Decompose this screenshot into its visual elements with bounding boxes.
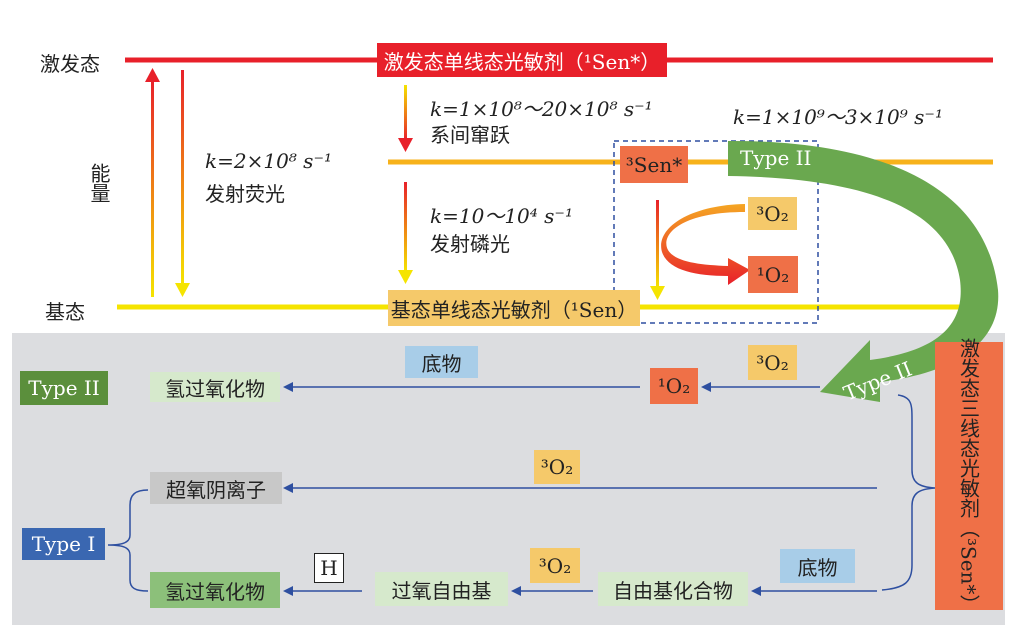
o2-conversion-arrow xyxy=(661,204,750,285)
row1-substrate: 底物 xyxy=(405,346,478,378)
t1-sensitizer-box: ³Sen* xyxy=(620,146,688,183)
isc-arrow xyxy=(404,85,407,140)
type-ii-green-arrow xyxy=(728,140,999,402)
triplet-sensitizer-box: 激发态三线态光敏剂（³Sen*） xyxy=(935,338,1003,614)
type-ii-arrow-label-top: Type II xyxy=(740,146,812,170)
ground-state-label: 基态 xyxy=(45,300,85,324)
absorption-arrow xyxy=(151,80,154,297)
energy-transfer-box xyxy=(613,140,819,324)
energy-transfer-rate: k=1×10⁹～3×10⁹ s⁻¹ xyxy=(733,105,943,129)
singlet-o2-box: ¹O₂ xyxy=(748,256,798,293)
isc-label: 系间窜跃 xyxy=(430,123,510,147)
phosphorescence-label: 发射磷光 xyxy=(430,232,510,256)
s0-sensitizer-box: 基态单线态光敏剂（¹Sen） xyxy=(388,290,640,326)
left-brace xyxy=(107,489,149,592)
excited-state-label: 激发态 xyxy=(40,52,100,76)
type-ii-label: Type II xyxy=(20,371,108,405)
row1-singlet-o2: ¹O₂ xyxy=(650,368,698,404)
row1-triplet-o2: ³O₂ xyxy=(748,345,797,380)
triplet-o2-box: ³O₂ xyxy=(748,197,797,230)
s1-sensitizer-box: 激发态单线态光敏剂（¹Sen*） xyxy=(377,43,667,77)
right-brace xyxy=(881,394,936,591)
energy-axis-label: 能量 xyxy=(87,163,111,203)
row3-radical-compound: 自由基化合物 xyxy=(598,572,748,606)
row1-product: 氢过氧化物 xyxy=(150,372,280,402)
isc-rate: k=1×10⁸～20×10⁸ s⁻¹ xyxy=(430,97,653,121)
fluorescence-rate: k=2×10⁸ s⁻¹ xyxy=(205,149,333,173)
phosphorescence-rate: k=10～10⁴ s⁻¹ xyxy=(430,204,573,228)
row3-triplet-o2: ³O₂ xyxy=(530,548,580,583)
t1-decay-arrow xyxy=(656,200,659,288)
row2-product: 超氧阴离子 xyxy=(150,472,282,504)
fluorescence-arrow xyxy=(181,70,184,285)
row3-substrate: 底物 xyxy=(780,549,855,583)
phosphorescence-arrow xyxy=(404,182,407,272)
type-i-label: Type I xyxy=(22,528,105,560)
row2-triplet-o2: ³O₂ xyxy=(534,450,580,484)
row3-h-box: H xyxy=(314,553,344,583)
row3-product: 氢过氧化物 xyxy=(150,572,280,608)
fluorescence-label: 发射荧光 xyxy=(205,182,285,206)
row3-peroxy-radical: 过氧自由基 xyxy=(375,572,508,606)
